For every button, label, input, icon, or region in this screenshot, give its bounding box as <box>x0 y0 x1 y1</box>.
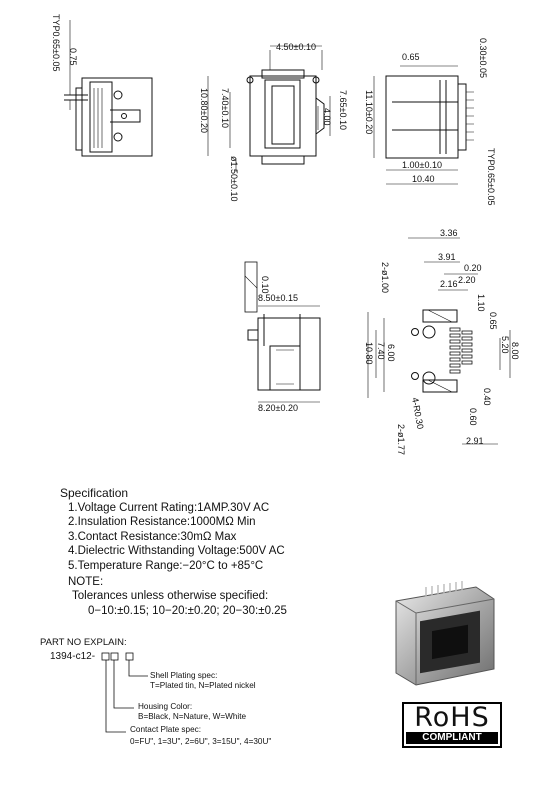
dim-right-typ: TYP0.65±0.05 <box>486 148 496 205</box>
rohs-main-text: RoHS <box>414 702 490 733</box>
dim-bottom-w2: 8.20±0.20 <box>258 403 298 413</box>
part-no-heading: PART NO EXPLAIN: <box>40 637 127 648</box>
dim-fp-holes1: 2-ø1.00 <box>380 262 390 293</box>
dim-typ-left: TYP0.65±0.05 <box>51 14 61 71</box>
spec-item: 1.Voltage Current Rating:1AMP.30V AC <box>68 501 270 514</box>
dim-front-h1: 10.80±0.20 <box>199 88 209 133</box>
spec-item: 3.Contact Resistance:30mΩ Max <box>68 530 237 543</box>
dim-fp-600: 6.00 <box>386 344 396 362</box>
technical-drawing: TYP0.65±0.05 0.75 4.50±0.10 10.80±0.20 7… <box>51 14 520 455</box>
part-no-leader-lines <box>101 652 148 733</box>
dim-fp-110: 1.10 <box>476 294 486 312</box>
contact-plate-options: 0=FU", 1=3U", 2=6U", 3=15U", 4=30U" <box>130 737 272 746</box>
dim-fp-216: 2.16 <box>440 279 458 289</box>
dim-075-left: 0.75 <box>68 48 78 66</box>
contact-plate-title: Contact Plate spec: <box>130 725 201 734</box>
spec-title: Specification <box>60 486 129 500</box>
dim-fp-holes2: 4-R0.30 <box>410 397 425 430</box>
dim-fp-020: 0.20 <box>464 263 482 273</box>
rohs-badge: RoHS COMPLIANT <box>402 702 502 748</box>
dim-bottom-flat: 0.10 <box>260 276 270 294</box>
dim-right-w: 10.40 <box>412 174 435 184</box>
dim-right-h: 11.10±0.20 <box>364 90 374 134</box>
dim-right-065: 0.65 <box>402 52 420 62</box>
dim-front-h3: 7.65±0.10 <box>338 90 348 130</box>
dim-front-h4: 4.00 <box>322 108 332 126</box>
dim-fp-060: 0.60 <box>468 408 478 426</box>
specification-block: Specification 1.Voltage Current Rating:1… <box>60 486 287 618</box>
dim-right-030: 0.30±0.05 <box>478 38 488 78</box>
right-side-view <box>373 65 474 185</box>
dim-front-w: 4.50±0.10 <box>276 42 316 52</box>
dim-fp-065: 0.65 <box>488 312 498 330</box>
spec-note: NOTE: <box>68 575 104 588</box>
footprint-view <box>367 237 511 445</box>
dim-fp-740: 7.40 <box>376 342 386 360</box>
dim-bottom-w1: 8.50±0.15 <box>258 293 298 303</box>
spec-item: 2.Insulation Resistance:1000MΩ Min <box>68 516 256 529</box>
left-side-view <box>64 20 153 157</box>
connector-photo <box>395 581 495 686</box>
housing-color-options: B=Black, N=Nature, W=White <box>138 712 247 721</box>
dim-fp-336: 3.36 <box>440 228 458 238</box>
part-no-code: 1394-c12- <box>50 651 96 662</box>
section-view <box>244 261 321 403</box>
spec-item: 5.Temperature Range:−20°C to +85°C <box>68 559 264 572</box>
tolerance-label: Tolerances unless otherwise specified: <box>72 590 269 603</box>
dim-fp-holes3: 2-ø1.77 <box>396 424 406 455</box>
dim-fp-520: 5.20 <box>500 336 510 354</box>
dim-fp-391: 3.91 <box>438 252 456 262</box>
dim-fp-220: 2.20 <box>458 275 476 285</box>
dim-fp-291: 2.91 <box>466 436 484 446</box>
dim-front-hole: ø1.50±0.10 <box>229 156 239 201</box>
dim-front-h2: 7.40±0.10 <box>220 88 230 128</box>
shell-plating-title: Shell Plating spec: <box>150 671 218 680</box>
tolerance-values: 0−10:±0.15; 10−20:±0.20; 20−30:±0.25 <box>88 604 287 617</box>
shell-plating-options: T=Plated tin, N=Plated nickel <box>150 681 256 690</box>
housing-color-title: Housing Color: <box>138 702 193 711</box>
dim-fp-040: 0.40 <box>482 388 492 406</box>
dim-fp-800: 8.00 <box>510 342 520 360</box>
rohs-sub-text: COMPLIANT <box>406 732 498 744</box>
dim-fp-1080: 10.80 <box>364 342 374 365</box>
front-view <box>207 45 331 172</box>
dim-right-100: 1.00±0.10 <box>402 160 442 170</box>
spec-item: 4.Dielectric Withstanding Voltage:500V A… <box>68 545 285 558</box>
